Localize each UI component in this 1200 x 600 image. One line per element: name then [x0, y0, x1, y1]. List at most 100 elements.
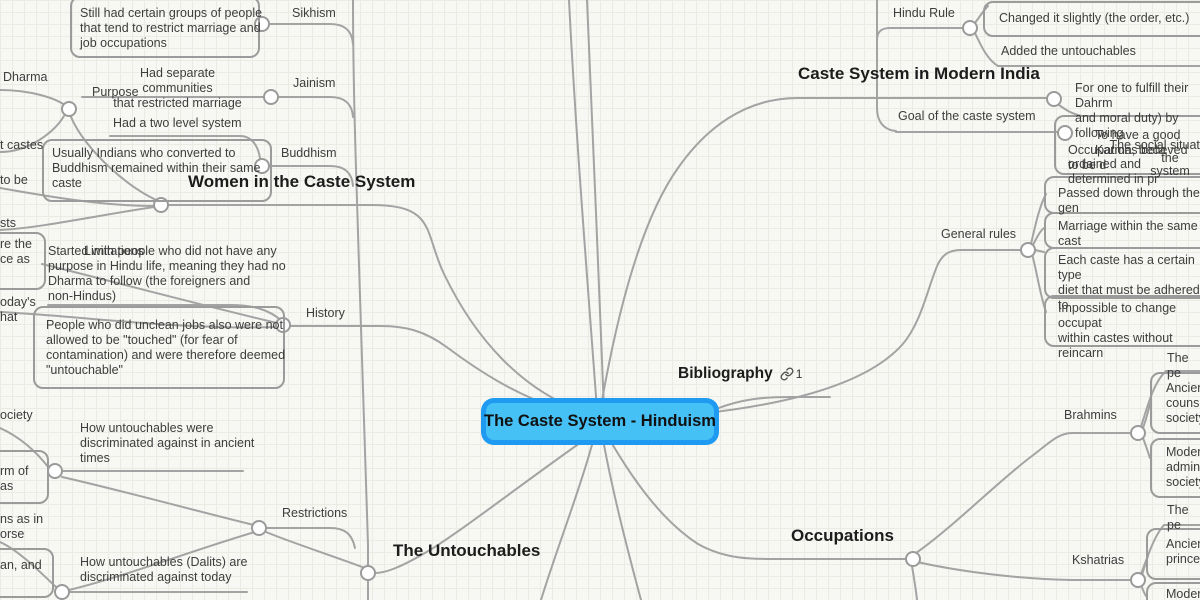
- kshatrias-ancient[interactable]: Ancien princes: [1166, 537, 1200, 566]
- branch-point-today-discrimination[interactable]: [54, 584, 70, 600]
- brahmins-ancient[interactable]: Ancien counse society: [1166, 381, 1200, 425]
- buddhism-two-level[interactable]: Had a two level system: [113, 116, 242, 130]
- label-kshatrias[interactable]: Kshatrias: [1072, 553, 1125, 567]
- connector-general-rules: [599, 249, 1022, 421]
- label-jainism[interactable]: Jainism: [293, 76, 336, 90]
- bibliography-label: Bibliography: [678, 365, 773, 382]
- branch-point-occupations[interactable]: [905, 551, 921, 567]
- fragment-rm-of[interactable]: rm of as: [0, 464, 29, 493]
- connector-brahmins-modern: [1142, 437, 1151, 459]
- box-buddhism-description[interactable]: [42, 139, 272, 202]
- label-goal-of-caste-system[interactable]: Goal of the caste system: [898, 109, 1036, 123]
- branch-point-buddhism[interactable]: [254, 158, 270, 174]
- box-kshatrias-ancient[interactable]: [1146, 528, 1200, 580]
- branch-point-purpose[interactable]: [61, 101, 77, 117]
- connector-bibliography: [715, 396, 831, 410]
- branch-point-brahmins[interactable]: [1130, 425, 1146, 441]
- brahmins-modern[interactable]: Moder admini society: [1166, 445, 1200, 489]
- branch-point-kshatrias[interactable]: [1130, 572, 1146, 588]
- central-topic[interactable]: The Caste System - Hinduism: [481, 398, 719, 445]
- box-brahmins-modern[interactable]: [1150, 438, 1200, 498]
- label-brahmins[interactable]: Brahmins: [1064, 408, 1117, 422]
- branch-occupations[interactable]: Occupations: [791, 526, 894, 545]
- fulfill-dharma[interactable]: For one to fulfill their Dahrm and moral…: [1075, 81, 1189, 140]
- box-fragment-an-and[interactable]: [0, 548, 54, 598]
- box-fragment-re-the[interactable]: [0, 232, 46, 290]
- connector-occupations-exit: [911, 565, 918, 600]
- label-general-rules[interactable]: General rules: [941, 227, 1017, 241]
- bibliography-attachment-count: 1: [795, 367, 803, 381]
- brahmins-the-pe[interactable]: The pe: [1167, 351, 1189, 380]
- connector-women-sts: [0, 206, 155, 231]
- box-fragment-rm-of[interactable]: [0, 450, 49, 504]
- branch-point-goal[interactable]: [1057, 125, 1073, 141]
- branch-caste-system-modern-india[interactable]: Caste System in Modern India: [798, 64, 1040, 83]
- fragment-to-be[interactable]: to be: [0, 173, 28, 187]
- changed-it-slightly[interactable]: Changed it slightly (the order, etc.): [999, 11, 1190, 25]
- marriage-same-caste[interactable]: Marriage within the same cast: [1058, 219, 1198, 248]
- branch-point-jainism[interactable]: [263, 89, 279, 105]
- bibliography-node[interactable]: Bibliography 1: [678, 365, 802, 383]
- ancient-discrimination[interactable]: How untouchables were discriminated agai…: [80, 421, 255, 465]
- social-situation-text[interactable]: The social situation of the system: [1109, 138, 1200, 178]
- impossible-change-occupation[interactable]: Impossible to change occupat within cast…: [1058, 301, 1177, 360]
- passed-down-generations[interactable]: Passed down through the gen: [1058, 186, 1200, 215]
- bibliography-attachment[interactable]: 1: [780, 367, 803, 381]
- label-buddhism[interactable]: Buddhism: [281, 146, 337, 160]
- fragment-todays[interactable]: oday's hat: [0, 295, 36, 324]
- connector-jainism: [270, 96, 354, 118]
- label-purpose[interactable]: Purpose: [92, 85, 139, 99]
- label-history[interactable]: History: [306, 306, 345, 320]
- box-impossible-change[interactable]: [1044, 295, 1200, 347]
- label-hindu-rule[interactable]: Hindu Rule: [893, 6, 955, 20]
- connector-history-rethe: [41, 263, 278, 324]
- connector-buddhism: [261, 165, 354, 187]
- fragment-t-castes[interactable]: t castes: [0, 138, 44, 152]
- karma-text[interactable]: To have a good Karma, beca: [1095, 128, 1181, 157]
- unclean-jobs[interactable]: People who did unclean jobs also were no…: [46, 318, 286, 377]
- box-brahmins-ancient[interactable]: [1150, 372, 1200, 434]
- branch-point-restrictions[interactable]: [251, 520, 267, 536]
- buddhism-description[interactable]: Usually Indians who converted to Buddhis…: [52, 146, 261, 190]
- connector-sikhism: [261, 23, 354, 45]
- today-discrimination[interactable]: How untouchables (Dalits) are discrimina…: [80, 555, 248, 584]
- branch-women-in-caste-system[interactable]: Women in the Caste System: [188, 172, 416, 191]
- fragment-re-the[interactable]: re the ce as: [0, 237, 32, 266]
- added-the-untouchables[interactable]: Added the untouchables: [1001, 44, 1136, 58]
- label-sikhism[interactable]: Sikhism: [292, 6, 336, 20]
- kshatrias-modern[interactable]: Moder: [1166, 587, 1200, 600]
- connector-restrictions-today: [68, 531, 256, 591]
- started-with-people[interactable]: Started with people who did not have any…: [48, 244, 286, 303]
- label-restrictions[interactable]: Restrictions: [282, 506, 348, 520]
- box-sikhism-description[interactable]: [70, 0, 260, 58]
- branch-point-general-rules[interactable]: [1020, 242, 1036, 258]
- jainism-description[interactable]: Had separate communities that restricted…: [113, 66, 242, 110]
- box-caste-diet[interactable]: [1044, 247, 1200, 299]
- branch-point-ancient-discrimination[interactable]: [47, 463, 63, 479]
- box-karma[interactable]: [1054, 115, 1200, 175]
- fragment-an-and[interactable]: an, and: [0, 558, 42, 572]
- branch-point-modern-india[interactable]: [1046, 91, 1062, 107]
- sikhism-description[interactable]: Still had certain groups of people that …: [80, 6, 263, 50]
- branch-point-hindu-rule[interactable]: [962, 20, 978, 36]
- connector-purpose-dharma: [0, 89, 67, 107]
- fragment-sts[interactable]: sts: [0, 216, 16, 230]
- kshatrias-the-pe[interactable]: The pe: [1167, 503, 1189, 532]
- connector-history-todays: [0, 311, 277, 329]
- occupations-believed-text[interactable]: Occupations believed to be d: [1068, 143, 1188, 172]
- fragment-ns-as-in[interactable]: ns as in orse: [0, 512, 44, 541]
- branch-the-untouchables[interactable]: The Untouchables: [393, 541, 541, 560]
- connector-women-purpose: [70, 116, 162, 203]
- ordained-text[interactable]: ordained and determined in pr: [1068, 157, 1159, 186]
- connector-restrictions: [265, 531, 366, 569]
- caste-diet[interactable]: Each caste has a certain type diet that …: [1058, 253, 1200, 312]
- box-changed-it-slightly[interactable]: [983, 1, 1200, 37]
- box-unclean-jobs[interactable]: [33, 306, 285, 389]
- branch-point-untouchables[interactable]: [360, 565, 376, 581]
- started-overlap-text[interactable]: Limitations: [84, 244, 144, 258]
- connector-brahmins-thepe: [1140, 370, 1200, 428]
- fragment-ociety[interactable]: ociety: [0, 408, 33, 422]
- fragment-dharma[interactable]: Dharma: [3, 70, 48, 84]
- box-kshatrias-modern[interactable]: [1146, 582, 1200, 600]
